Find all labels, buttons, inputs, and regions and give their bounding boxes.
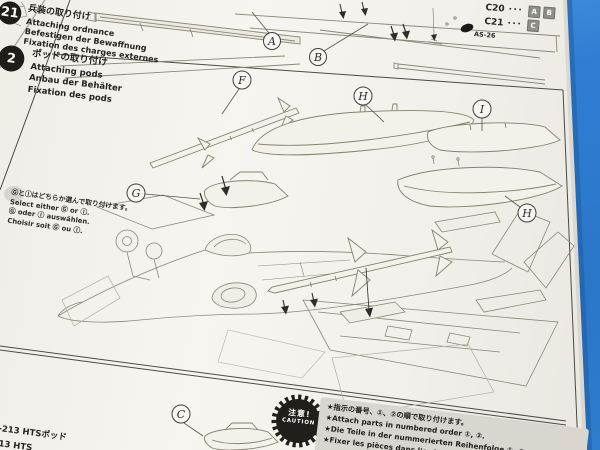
callout-c (171, 404, 191, 424)
callout-h-top (353, 86, 373, 106)
panel-border-rules (0, 0, 579, 449)
aircraft-line-art (57, 155, 575, 417)
callout-i-letter: I (479, 103, 485, 116)
callout-b-letter: B (313, 51, 322, 64)
callout-leader-lines (144, 11, 521, 437)
callout-g-letter: G (132, 187, 141, 200)
callout-circles: A B F H I H G C (126, 32, 537, 424)
callout-h-right-letter: H (521, 207, 532, 220)
code-dots: ··· (508, 4, 524, 16)
callout-a (263, 32, 281, 50)
bottom-pod-sketch (203, 422, 279, 450)
mark-box-c: C (526, 19, 540, 33)
callout-h-top-letter: H (357, 90, 368, 103)
attachment-arrows (199, 175, 373, 318)
mark-box-b: B (542, 6, 556, 20)
code-dots: ··· (507, 18, 523, 30)
step22-number-badge: 2 (0, 43, 26, 73)
step21-number-badge: 21 (0, 0, 23, 26)
part-code: C20 (485, 2, 505, 15)
as26-sticker-blob (460, 23, 474, 33)
callout-f (232, 70, 252, 90)
top-panel-arrows (339, 1, 437, 42)
ordnance-line-art (149, 96, 563, 298)
paper-shadow-blotch (4, 186, 24, 202)
part-code-assignments: C20 ··· A B C21 ··· C (484, 1, 556, 34)
callout-i (472, 99, 492, 119)
callout-f-letter: F (237, 74, 246, 87)
callout-g (126, 183, 146, 203)
callout-b (309, 48, 327, 66)
top-panel-wing-art (59, 7, 561, 85)
callout-a-letter: A (267, 35, 276, 48)
part-code: C21 (483, 16, 504, 29)
callout-c-letter: C (177, 408, 186, 421)
callout-h-right (517, 203, 537, 223)
mark-box-a: A (527, 5, 541, 19)
